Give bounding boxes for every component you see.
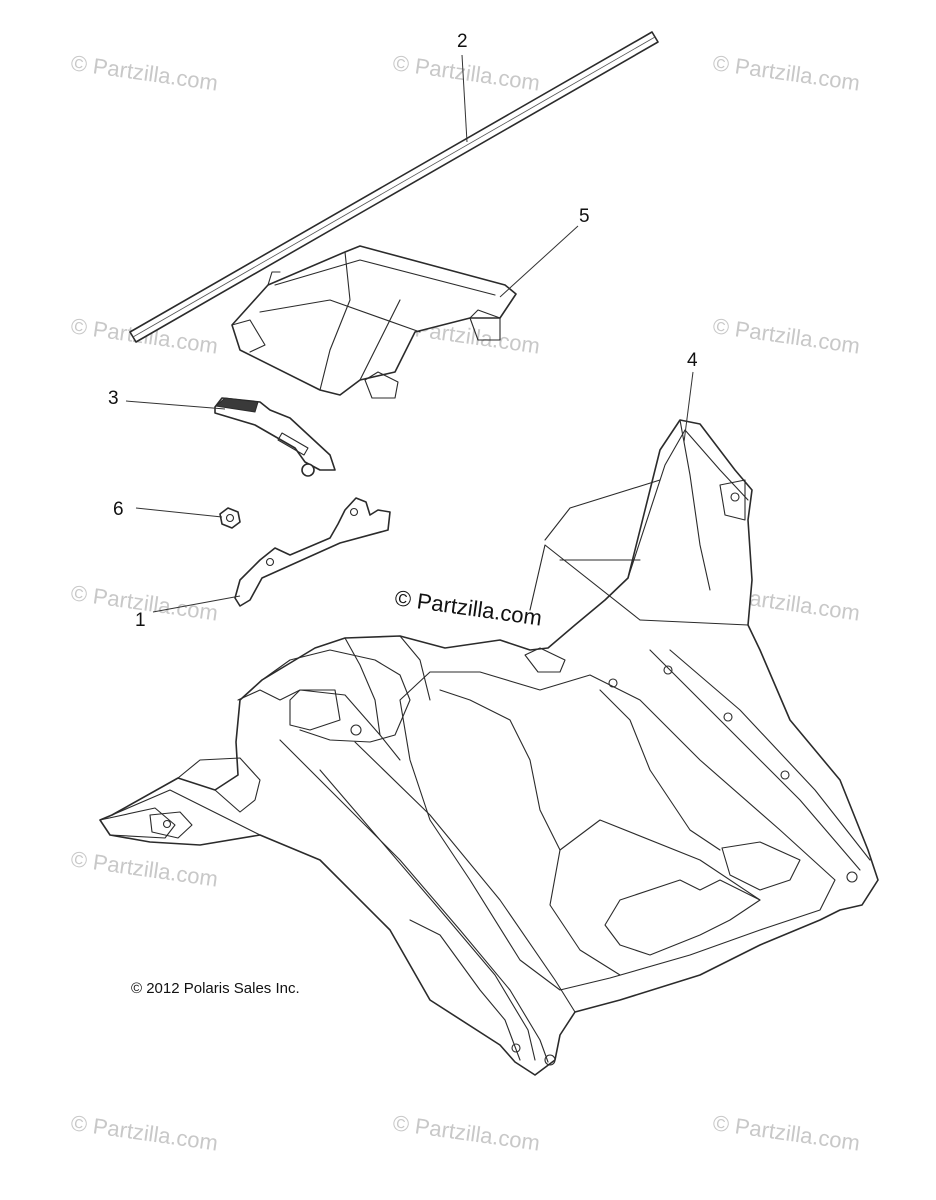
leader-5 bbox=[499, 225, 579, 298]
callouts: 2 5 3 6 1 4 bbox=[108, 31, 698, 631]
part-3-latch bbox=[214, 397, 336, 477]
watermark: © Partzilla.com bbox=[391, 50, 541, 95]
part-1-bracket bbox=[234, 497, 391, 607]
center-watermark: © Partzilla.com bbox=[393, 585, 543, 630]
watermark: © Partzilla.com bbox=[711, 313, 861, 358]
callout-3: 3 bbox=[108, 388, 119, 409]
watermark: © Partzilla.com bbox=[711, 50, 861, 95]
leader-6 bbox=[135, 507, 223, 518]
copyright-text: © 2012 Polaris Sales Inc. bbox=[131, 980, 300, 997]
callout-2: 2 bbox=[457, 31, 468, 52]
callout-5: 5 bbox=[579, 206, 590, 227]
leader-4 bbox=[683, 371, 694, 443]
leader-1 bbox=[152, 595, 241, 613]
watermark: © Partzilla.com bbox=[391, 1110, 541, 1155]
watermark: © Partzilla.com bbox=[69, 846, 219, 891]
callout-1: 1 bbox=[135, 610, 146, 631]
callout-4: 4 bbox=[687, 350, 698, 371]
leader-2 bbox=[461, 54, 468, 143]
watermark: © Partzilla.com bbox=[711, 1110, 861, 1155]
part-2-strip bbox=[129, 31, 659, 343]
leader-3 bbox=[125, 400, 226, 410]
callout-6: 6 bbox=[113, 499, 124, 520]
part-6-nut bbox=[219, 507, 241, 529]
leader-lines bbox=[125, 54, 694, 613]
part-5-cover bbox=[231, 245, 517, 399]
part-4-body bbox=[99, 419, 879, 1076]
watermark: © Partzilla.com bbox=[69, 50, 219, 95]
watermark: © Partzilla.com bbox=[69, 1110, 219, 1155]
